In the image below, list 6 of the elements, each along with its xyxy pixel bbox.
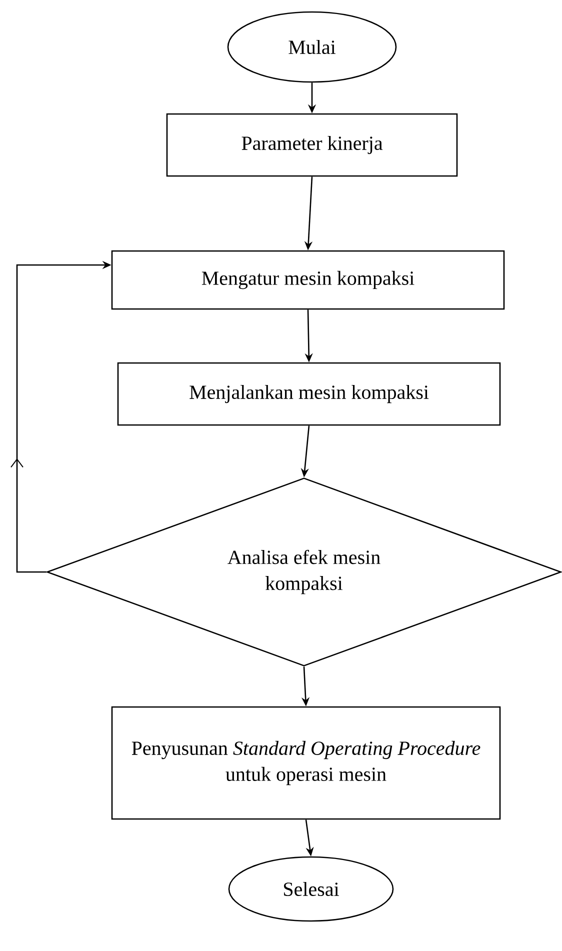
process-box: Parameter kinerja	[166, 113, 458, 177]
process-box: Penyusunan Standard Operating Procedure untuk operasi mesin	[111, 706, 501, 820]
start-oval: Mulai	[227, 11, 397, 83]
process-box: Mengatur mesin kompaksi	[111, 250, 505, 310]
process-box: Menjalankan mesin kompaksi	[117, 362, 501, 426]
end-oval: Selesai	[228, 856, 394, 922]
